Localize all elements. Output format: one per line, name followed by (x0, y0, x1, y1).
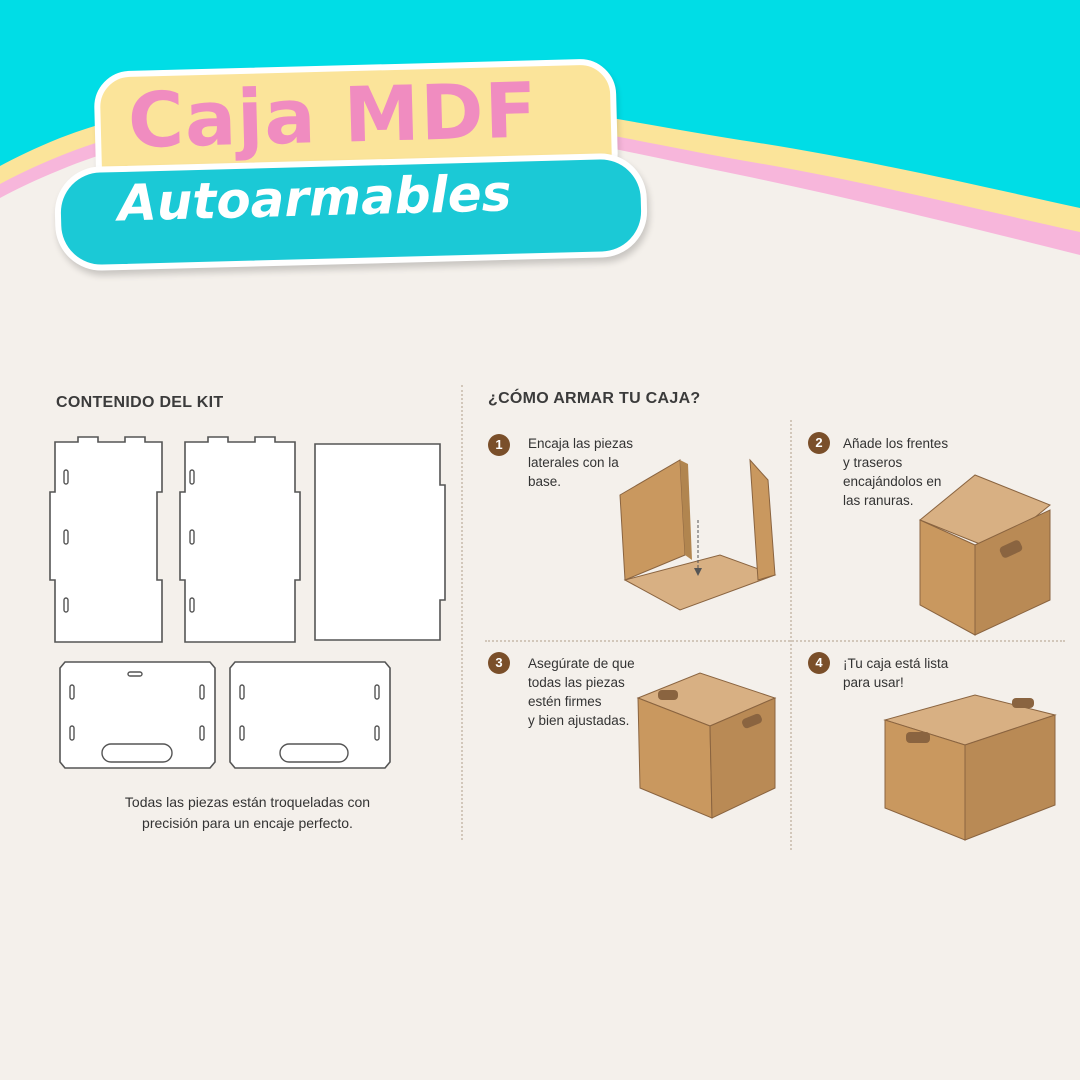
step-description: Encaja las piezas laterales con la base. (528, 434, 633, 491)
step-line: encajándolos en (843, 474, 942, 489)
base-panel-piece (314, 443, 446, 641)
step-line: laterales con la (528, 455, 619, 470)
step-number-badge: 3 (488, 652, 510, 674)
step-number-badge: 4 (808, 652, 830, 674)
side-panel-piece (49, 436, 163, 643)
step-line: ¡Tu caja está lista (843, 656, 949, 671)
step-line: base. (528, 474, 562, 489)
step-description: Asegúrate de que todas las piezas estén … (528, 654, 635, 730)
step-4-illustration (883, 694, 1057, 841)
kit-caption: Todas las piezas están troqueladas con p… (55, 792, 440, 834)
step-description: Añade los frentes y traseros encajándolo… (843, 434, 948, 510)
kit-heading: CONTENIDO DEL KIT (56, 394, 224, 411)
step-number-badge: 2 (808, 432, 830, 454)
step-line: para usar! (843, 675, 904, 690)
step-line: estén firmes (528, 694, 602, 709)
step-number-badge: 1 (488, 434, 510, 456)
step-2-illustration (919, 474, 1051, 636)
step-line: y bien ajustadas. (528, 713, 630, 728)
steps-divider (790, 420, 792, 850)
step-line: Asegúrate de que (528, 656, 635, 671)
page-title: Caja MDF (126, 65, 539, 166)
step-line: Añade los frentes (843, 436, 949, 451)
assembly-heading: ¿CÓMO ARMAR TU CAJA? (488, 390, 701, 407)
kit-caption-line: precisión para un encaje perfecto. (142, 815, 353, 831)
back-panel-piece (229, 661, 391, 769)
kit-caption-line: Todas las piezas están troqueladas con (124, 794, 371, 810)
step-line: todas las piezas (528, 675, 625, 690)
step-description: ¡Tu caja está lista para usar! (843, 654, 948, 692)
step-line: las ranuras. (843, 493, 914, 508)
step-1-illustration (619, 458, 777, 611)
section-divider (461, 385, 463, 840)
side-panel-piece (179, 436, 301, 643)
steps-divider (485, 640, 1065, 642)
step-line: Encaja las piezas (528, 436, 634, 451)
step-3-illustration (636, 672, 777, 819)
front-panel-piece (59, 661, 216, 769)
kit-pieces-illustration (49, 436, 446, 769)
step-line: y traseros (843, 455, 903, 470)
